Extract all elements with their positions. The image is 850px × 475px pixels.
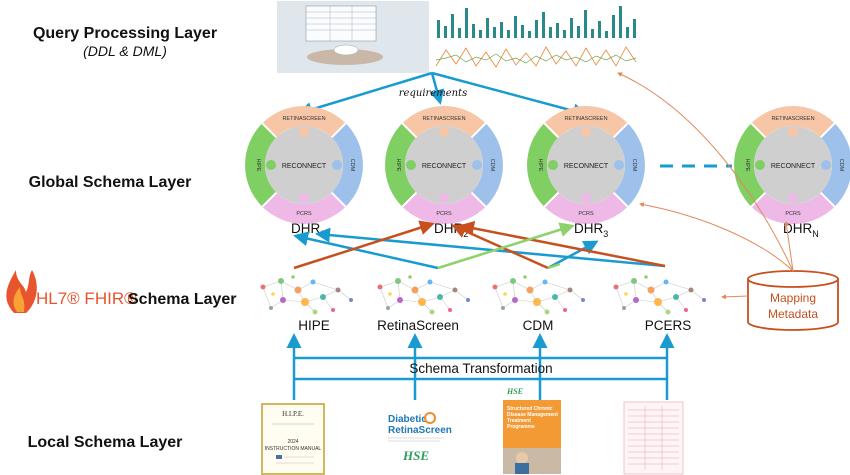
cdm-programme-document: HSE Structured Chronic Disease Managemen… — [503, 387, 561, 474]
dhr-segment-top: RETINASCREEN — [564, 116, 607, 122]
fhir-source-cdm: CDM — [523, 318, 554, 333]
hse-logo-cdm: HSE — [506, 387, 523, 396]
dhr-segment-bottom: PCRS — [296, 211, 312, 217]
local-layer-title: Local Schema Layer — [28, 434, 183, 451]
dhr-segment-bottom: PCRS — [436, 211, 452, 217]
dhr-segment-bottom: PCRS — [578, 211, 594, 217]
hipe-doc-manual: INSTRUCTION MANUAL — [265, 446, 322, 452]
mapping-metadata-line2: Metadata — [768, 307, 818, 321]
dhr-segment-right: CDM — [349, 159, 355, 172]
query-layer-subtitle: (DDL & DML) — [83, 43, 167, 59]
requirements-label: requirements — [399, 88, 467, 99]
dhr-node-3: RETINASCREEN HIPE CDM PCRS RECONNECT — [526, 105, 646, 225]
cdm-doc-title: Structured Chronic Disease Management Tr… — [507, 406, 558, 430]
dhr-node-2: RETINASCREEN HIPE CDM PCRS RECONNECT — [384, 105, 504, 225]
dhr-center: RECONNECT — [282, 163, 327, 170]
query-layer-title: Query Processing Layer — [33, 25, 217, 42]
global-layer-title: Global Schema Layer — [29, 174, 192, 191]
dhr-segment-top: RETINASCREEN — [771, 116, 814, 122]
schema-transformation-label: Schema Transformation — [409, 361, 552, 376]
dhr-node-1: RETINASCREEN HIPE CDM PCRS RECONNECT — [244, 105, 364, 225]
hse-logo-retina: HSE — [402, 448, 429, 463]
diabetic-retinascreen-logo: Diabetic RetinaScreen HSE — [388, 412, 452, 463]
dhr-segment-left: HIPE — [537, 159, 543, 172]
fhir-flame-icon — [6, 270, 37, 313]
dhr-n-label: DHRN — [783, 221, 819, 239]
fhir-graph-hipe — [260, 274, 354, 315]
mapping-metadata-store: Mapping Metadata — [747, 270, 839, 331]
dhr-segment-right: CDM — [489, 159, 495, 172]
dhr-segment-top: RETINASCREEN — [282, 116, 325, 122]
hipe-doc-year: 2024 — [287, 439, 298, 445]
dhr-center: RECONNECT — [771, 163, 816, 170]
dhr-segment-left: HIPE — [744, 159, 750, 172]
fhir-source-pcers: PCERS — [645, 318, 692, 333]
retina-logo-line1: Diabetic — [388, 414, 427, 425]
dhr-segment-left: HIPE — [395, 159, 401, 172]
dhr-segment-right: CDM — [631, 159, 637, 172]
fhir-source-retinascreen: RetinaScreen — [377, 318, 459, 333]
dhr-node-n: RETINASCREEN HIPE CDM PCRS RECONNECT — [733, 105, 850, 225]
dhr-center: RECONNECT — [564, 163, 609, 170]
fhir-logo-text: HL7® FHIR® — [36, 289, 137, 308]
hipe-doc-title: H.I.P.E. — [282, 410, 304, 418]
retina-logo-line2: RetinaScreen — [388, 425, 452, 436]
hipe-manual-document: H.I.P.E. 2024 INSTRUCTION MANUAL — [261, 403, 325, 475]
pcers-form-document — [623, 401, 684, 475]
dhr-segment-bottom: PCRS — [785, 211, 801, 217]
schema-transformation-bar — [286, 333, 675, 400]
query-processing-image — [277, 1, 640, 73]
fhir-source-hipe: HIPE — [298, 318, 330, 333]
dhr-segment-left: HIPE — [255, 159, 261, 172]
fhir-layer-title: Schema Layer — [128, 291, 237, 308]
dhr-segment-top: RETINASCREEN — [422, 116, 465, 122]
fhir-graph-cdm — [492, 274, 586, 315]
dhr-center: RECONNECT — [422, 163, 467, 170]
green-mapping-arrows — [437, 222, 575, 270]
fhir-graph-retinascreen — [377, 274, 471, 315]
dhr-3-label: DHR3 — [574, 221, 608, 239]
fhir-graph-pcers — [613, 274, 707, 315]
metadata-thin-arrows — [617, 72, 794, 300]
requirements-arrows — [297, 71, 588, 119]
mapping-metadata-line1: Mapping — [770, 291, 816, 305]
dhr-segment-right: CDM — [838, 159, 844, 172]
